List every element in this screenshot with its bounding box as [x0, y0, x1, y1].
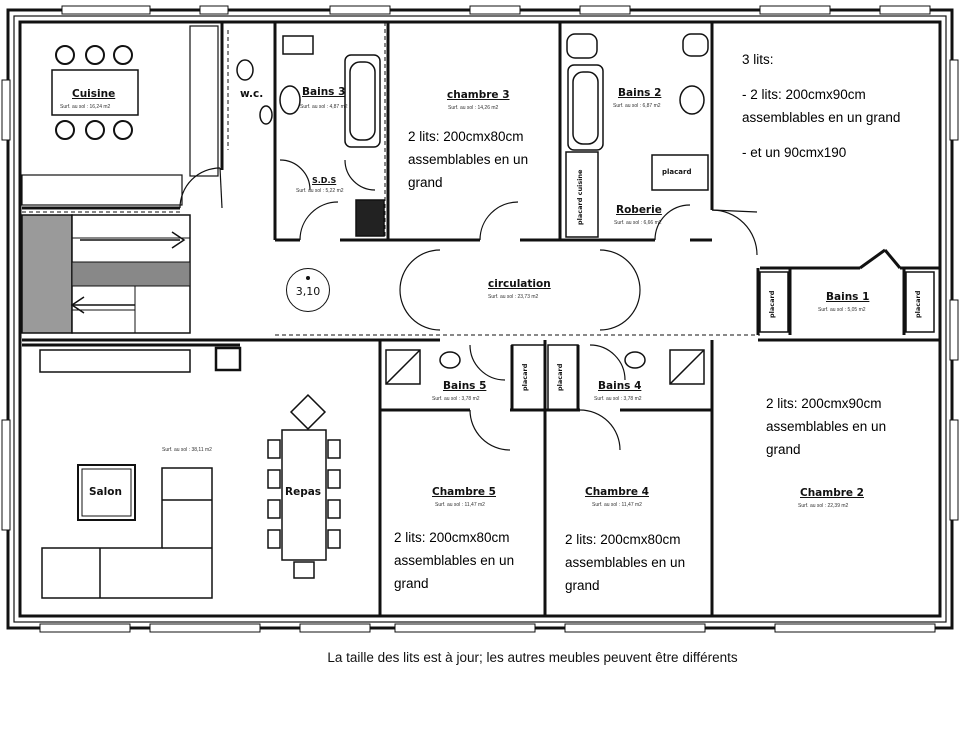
bed-note-chambre5: 2 lits: 200cmx80cm assemblables en un gr…: [394, 526, 514, 595]
kitchen-furniture: [21, 25, 219, 206]
bed-note-line: assemblables en un grand: [742, 110, 901, 125]
room-label-roberie: Roberie: [616, 204, 662, 216]
room-label-bains4: Bains 4: [598, 380, 642, 392]
room-label-placard-b4: placard: [556, 363, 564, 391]
room-label-bains3: Bains 3: [302, 86, 346, 98]
room-area-chambre4: Surf. au sol : 11,47 m2: [592, 502, 642, 508]
bed-note-spacer: [742, 71, 900, 83]
bed-note-line: grand: [565, 578, 600, 593]
ceiling-height-value: 3,10: [295, 285, 321, 298]
room-label-chambre2: Chambre 2: [800, 487, 864, 499]
room-label-bains5: Bains 5: [443, 380, 487, 392]
room-area-cuisine: Surf. au sol : 16,24 m2: [60, 104, 111, 110]
ceiling-height-marker: 3,10: [286, 268, 330, 312]
caption: La taille des lits est à jour; les autre…: [327, 650, 738, 665]
room-label-chambre4: Chambre 4: [585, 486, 649, 498]
bed-note-line: - 2 lits: 200cmx90cm: [742, 87, 866, 102]
stairs: [21, 214, 191, 334]
bed-note-line: assemblables en un: [766, 419, 887, 434]
bed-note-line: assemblables en un: [565, 555, 686, 570]
bed-note-line: - et un 90cmx190: [742, 145, 847, 160]
room-label-placard: placard: [662, 168, 692, 176]
bed-note-line: grand: [408, 175, 443, 190]
room-label-placard-b5: placard: [521, 363, 529, 391]
room-area-roberie: Surf. au sol : 6,66 m2: [614, 220, 662, 226]
bed-note-line: grand: [766, 442, 801, 457]
room-label-cuisine: Cuisine: [72, 88, 116, 100]
door-arcs: [179, 159, 758, 451]
room-label-wc: w.c.: [240, 88, 264, 100]
room-label-bains2: Bains 2: [618, 87, 662, 99]
marker-dot: [306, 276, 310, 280]
dashed-lines: [22, 22, 760, 336]
room-area-bains2: Surf. au sol : 6,87 m2: [613, 103, 661, 109]
room-area-chambre3: Surf. au sol : 14,26 m2: [448, 105, 499, 111]
bed-note-chambre3: 2 lits: 200cmx80cm assemblables en un gr…: [408, 125, 528, 194]
bed-note-line: assemblables en un: [408, 152, 529, 167]
room-label-placard-b1-left: placard: [768, 290, 776, 318]
room-label-sds: S.D.S: [312, 176, 337, 185]
room-area-circulation: Surf. au sol : 23,73 m2: [488, 294, 539, 300]
room-area-bains4: Surf. au sol : 3,78 m2: [594, 396, 642, 402]
bed-note-line: 3 lits:: [742, 52, 774, 67]
bed-note-chambre1: 3 lits: - 2 lits: 200cmx90cm assemblable…: [742, 48, 900, 164]
bed-note-chambre4: 2 lits: 200cmx80cm assemblables en un gr…: [565, 528, 685, 597]
floor-plan: [1, 5, 959, 633]
room-area-bains1: Surf. au sol : 5,05 m2: [818, 307, 866, 313]
room-area-salon: Surf. au sol : 38,11 m2: [162, 447, 212, 453]
room-area-chambre2: Surf. au sol : 22,39 m2: [798, 503, 849, 509]
room-label-circulation: circulation: [488, 278, 551, 290]
room-label-chambre3: chambre 3: [447, 89, 510, 101]
window-marks: [1, 5, 959, 633]
room-area-sds: Surf. au sol : 5,22 m2: [296, 188, 344, 194]
bath-fixtures: [236, 33, 935, 411]
bed-note-line: 2 lits: 200cmx80cm: [408, 129, 524, 144]
bed-note-line: grand: [394, 576, 429, 591]
room-label-salon: Salon: [89, 486, 122, 498]
living-furniture: [39, 346, 341, 599]
bed-note-line: 2 lits: 200cmx80cm: [565, 532, 681, 547]
bed-note-line: 2 lits: 200cmx90cm: [766, 396, 882, 411]
bed-note-spacer: [742, 129, 900, 141]
bed-note-line: 2 lits: 200cmx80cm: [394, 530, 510, 545]
room-area-chambre5: Surf. au sol : 11,47 m2: [435, 502, 485, 508]
room-label-placard-cuisine: placard cuisine: [576, 169, 584, 225]
room-area-bains3: Surf. au sol : 4,87 m2: [300, 104, 348, 110]
room-label-placard-b1-right: placard: [914, 290, 922, 318]
bed-note-chambre2: 2 lits: 200cmx90cm assemblables en un gr…: [766, 392, 886, 461]
room-label-repas: Repas: [285, 486, 322, 498]
room-area-bains5: Surf. au sol : 3,78 m2: [432, 396, 480, 402]
room-label-bains1: Bains 1: [826, 291, 870, 303]
bed-note-line: assemblables en un: [394, 553, 515, 568]
room-label-chambre5: Chambre 5: [432, 486, 496, 498]
